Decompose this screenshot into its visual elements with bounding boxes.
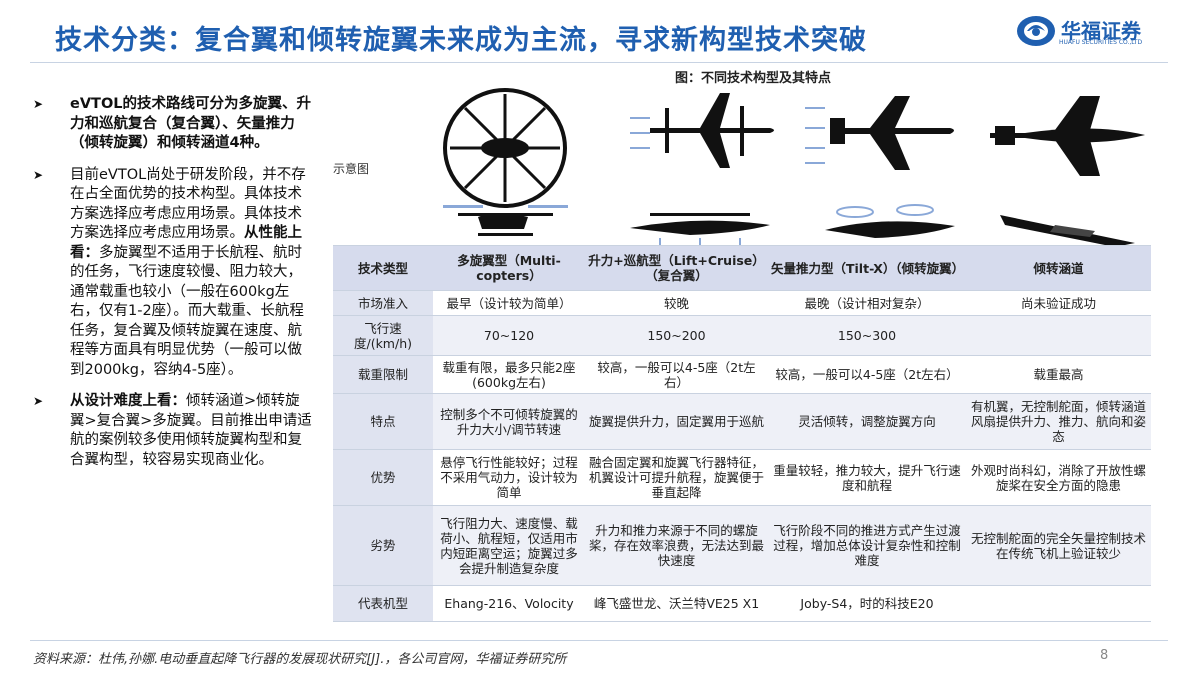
schematic-label: 示意图 (333, 162, 370, 176)
page-number: 8 (1100, 648, 1109, 663)
table-cell: 外观时尚科幻，消除了开放性螺旋桨在安全方面的隐患 (966, 449, 1151, 506)
logo-subtext: HUAFU SECURITIES CO.,LTD (1059, 39, 1143, 46)
table-cell: 优势 (333, 449, 433, 506)
bullet-arrow-icon: ➤ (33, 394, 44, 408)
table-row: 飞行速度/(km/h) 70~120 150~200 150~300 (333, 315, 1151, 356)
lift-cruise-side-view-image (630, 213, 770, 246)
bullet-arrow-icon: ➤ (33, 97, 44, 111)
bullet-item: ➤ 从设计难度上看：倾转涵道>倾转旋翼>复合翼>多旋翼。目前推出申请适航的案例较… (30, 392, 312, 470)
table-cell (966, 315, 1151, 356)
table-header: 倾转涵道 (966, 245, 1151, 291)
table-cell (966, 585, 1151, 622)
source-note: 资料来源：杜伟,孙娜.电动垂直起降飞行器的发展现状研究[J].，各公司官网，华福… (33, 652, 567, 667)
table-cell: 峰飞盛世龙、沃兰特VE25 X1 (585, 585, 768, 622)
bullet-bold-text: 从性能上看： (70, 225, 302, 261)
table-row: 劣势 飞行阻力大、速度慢、载荷小、航程短，仅适用市内短距离空运；旋翼过多会提升制… (333, 505, 1151, 586)
table-cell: 无控制舵面的完全矢量控制技术在传统飞机上验证较少 (966, 505, 1151, 586)
page-title: 技术分类：复合翼和倾转旋翼未来成为主流，寻求新构型技术突破 (55, 25, 867, 56)
footer-divider (30, 640, 1168, 641)
table-cell: 最晚（设计相对复杂） (768, 290, 966, 316)
multicopter-side-view-image (443, 205, 568, 236)
lift-cruise-top-view-image (630, 93, 774, 168)
bullet-arrow-icon: ➤ (33, 167, 44, 182)
table-cell: 较高，一般可以4-5座（2t左右） (768, 355, 966, 394)
table-cell: 飞行速度/(km/h) (333, 315, 433, 356)
table-cell: 旋翼提供升力，固定翼用于巡航 (585, 393, 768, 450)
table-header: 升力+巡航型（Lift+Cruise）（复合翼） (585, 245, 768, 291)
table-cell: 有机翼，无控制舵面，倾转涵道风扇提供升力、推力、航向和姿态 (966, 393, 1151, 450)
table-cell: 150~200 (585, 315, 768, 356)
multicopter-top-view-image (443, 88, 567, 208)
table-cell: 劣势 (333, 505, 433, 586)
tilt-duct-top-view-image (990, 96, 1145, 176)
table-cell: 飞行阶段不同的推进方式产生过渡过程，增加总体设计复杂性和控制难度 (768, 505, 966, 586)
table-cell: 代表机型 (333, 585, 433, 622)
table-cell: 升力和推力来源于不同的螺旋桨，存在效率浪费，无法达到最快速度 (585, 505, 768, 586)
tech-comparison-table: 技术类型 多旋翼型（Multi-copters） 升力+巡航型（Lift+Cru… (333, 245, 1151, 622)
table-header: 多旋翼型（Multi-copters） (433, 245, 585, 291)
table-cell: 灵活倾转，调整旋翼方向 (768, 393, 966, 450)
table-cell: 载重限制 (333, 355, 433, 394)
logo-text: 华福证券 (1061, 19, 1141, 43)
table-cell: 重量较轻，推力较大，提升飞行速度和航程 (768, 449, 966, 506)
table-header: 技术类型 (333, 245, 433, 291)
bullet-text: 目前eVTOL尚处于研发阶段，并不存在占全面优势的技术构型。具体技术方案选择应考… (70, 166, 306, 242)
table-cell: 150~300 (768, 315, 966, 356)
table-cell: 较晚 (585, 290, 768, 316)
header-divider (30, 62, 1168, 63)
logo-mark-icon (1017, 16, 1055, 46)
table-cell: 尚未验证成功 (966, 290, 1151, 316)
table-cell: 悬停飞行性能较好；过程不采用气动力，设计较为简单 (433, 449, 585, 506)
tilt-rotor-top-view-image (805, 96, 954, 170)
table-cell: 载重最高 (966, 355, 1151, 394)
table-row: 市场准入 最早（设计较为简单） 较晚 最晚（设计相对复杂） 尚未验证成功 (333, 290, 1151, 316)
table-cell: Ehang-216、Volocity (433, 585, 585, 622)
table-cell: Joby-S4，时的科技E20 (768, 585, 966, 622)
bullet-text: 倾转涵道>倾转旋翼>复合翼>多旋翼。目前推出申请适航的案例较多使用倾转旋翼构型和… (70, 393, 312, 468)
bullet-item: ➤ 目前eVTOL尚处于研发阶段，并不存在占全面优势的技术构型。具体技术方案选择… (30, 166, 312, 381)
table-row: 优势 悬停飞行性能较好；过程不采用气动力，设计较为简单 融合固定翼和旋翼飞行器特… (333, 449, 1151, 506)
table-row: 特点 控制多个不可倾转旋翼的升力大小/调节转速 旋翼提供升力，固定翼用于巡航 灵… (333, 393, 1151, 450)
table-header-row: 技术类型 多旋翼型（Multi-copters） 升力+巡航型（Lift+Cru… (333, 245, 1151, 291)
bullet-item: ➤ eVTOL的技术路线可分为多旋翼、升力和巡航复合（复合翼）、矢量推力（倾转旋… (30, 95, 312, 154)
tilt-duct-side-view-image (1000, 215, 1135, 247)
table-row: 载重限制 载重有限，最多只能2座(600kg左右) 较高，一般可以4-5座（2t… (333, 355, 1151, 394)
table-cell: 较高，一般可以4-5座（2t左右） (585, 355, 768, 394)
company-logo: 华福证券 HUAFU SECURITIES CO.,LTD (1015, 13, 1165, 49)
table-header: 矢量推力型（Tilt-X）（倾转旋翼） (768, 245, 966, 291)
bullet-text: 多旋翼型不适用于长航程、航时的任务，飞行速度较慢、阻力较大，通常载重也较小（一般… (70, 244, 304, 378)
table-cell: 特点 (333, 393, 433, 450)
bullet-list: ➤ eVTOL的技术路线可分为多旋翼、升力和巡航复合（复合翼）、矢量推力（倾转旋… (30, 95, 312, 482)
table-cell: 载重有限，最多只能2座(600kg左右) (433, 355, 585, 394)
table-cell: 控制多个不可倾转旋翼的升力大小/调节转速 (433, 393, 585, 450)
table-cell: 市场准入 (333, 290, 433, 316)
table-cell: 融合固定翼和旋翼飞行器特征，机翼设计可提升航程，旋翼便于垂直起降 (585, 449, 768, 506)
tilt-rotor-side-view-image (825, 204, 955, 238)
figure-title: 图：不同技术构型及其特点 (675, 71, 832, 86)
table-cell: 飞行阻力大、速度慢、载荷小、航程短，仅适用市内短距离空运；旋翼过多会提升制造复杂… (433, 505, 585, 586)
table-cell: 70~120 (433, 315, 585, 356)
table-cell: 最早（设计较为简单） (433, 290, 585, 316)
bullet-bold-text: 从设计难度上看： (70, 393, 186, 409)
bullet-bold-text: eVTOL的技术路线可分为多旋翼、升力和巡航复合（复合翼）、矢量推力（倾转旋翼）… (70, 96, 312, 151)
table-row: 代表机型 Ehang-216、Volocity 峰飞盛世龙、沃兰特VE25 X1… (333, 585, 1151, 622)
